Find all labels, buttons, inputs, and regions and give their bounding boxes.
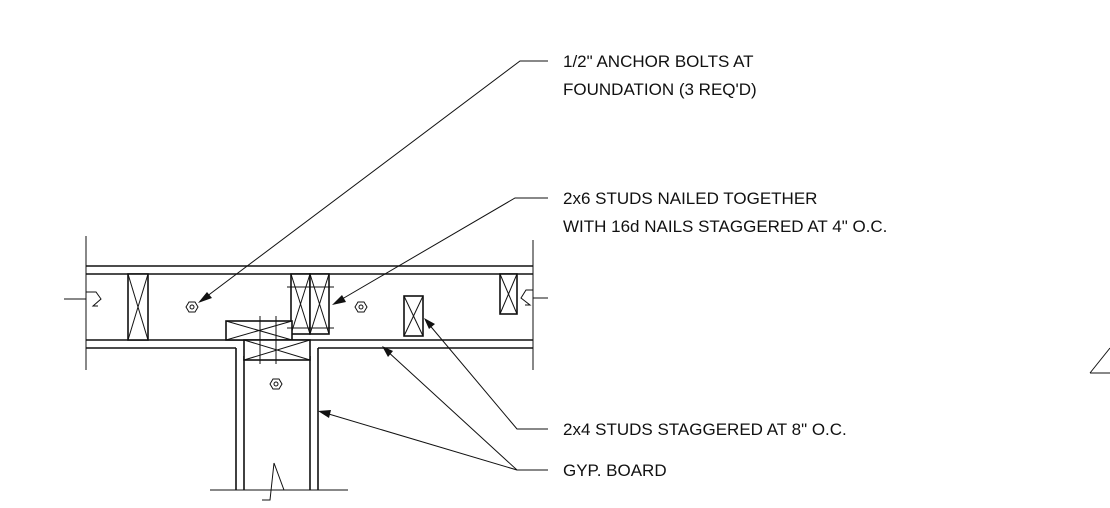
- leader-gyp-board-b-arrow: [318, 410, 331, 418]
- label-anchor-bolts-line2: FOUNDATION (3 REQ'D): [563, 80, 757, 99]
- stud-flat-lower-cross-b: [243, 339, 311, 361]
- break-symbol-left: [86, 291, 102, 307]
- notes: 1/2" ANCHOR BOLTS AT FOUNDATION (3 REQ'D…: [563, 52, 887, 480]
- stud-2x4-right-cross-b: [499, 273, 518, 315]
- leader-2x6-studs: [336, 197, 548, 303]
- stud-2x4-middle-cross-b: [403, 295, 424, 337]
- stud-2x4-left-cross-b: [127, 273, 149, 341]
- anchor-bolt-2: [354, 301, 368, 313]
- stud-flat-upper-cross-b: [225, 320, 293, 341]
- leader-gyp-board-b: [321, 411, 518, 471]
- leaders: [198, 60, 548, 471]
- stud-2x6-b-cross-b: [309, 273, 330, 335]
- anchor-bolt-1: [185, 301, 199, 313]
- leader-anchor-bolts-arrow: [198, 292, 212, 303]
- break-symbols: [64, 289, 548, 501]
- leader-gyp-board-a-arrow: [382, 346, 393, 357]
- label-anchor-bolts-line1: 1/2" ANCHOR BOLTS AT: [563, 52, 754, 71]
- leader-2x6-studs-arrow: [332, 295, 346, 305]
- leader-2x4-studs: [426, 321, 548, 430]
- label-2x4-studs: 2x4 STUDS STAGGERED AT 8" O.C.: [563, 420, 847, 439]
- break-symbol-bottom: [262, 462, 292, 501]
- anchor-bolts: [185, 301, 368, 390]
- label-gyp-board: GYP. BOARD: [563, 461, 667, 480]
- leader-anchor-bolts: [201, 60, 548, 301]
- label-2x6-studs-line1: 2x6 STUDS NAILED TOGETHER: [563, 189, 817, 208]
- label-2x6-studs-line2: WITH 16d NAILS STAGGERED AT 4" O.C.: [563, 217, 887, 236]
- break-symbol-right: [520, 289, 533, 306]
- stud-2x6-a-cross-b: [290, 273, 311, 335]
- studs: [127, 273, 518, 364]
- leader-2x4-studs-arrow: [424, 318, 435, 329]
- anchor-bolt-3: [269, 378, 283, 390]
- partial-symbol-right: [1089, 347, 1110, 374]
- leader-gyp-board-a: [385, 349, 548, 471]
